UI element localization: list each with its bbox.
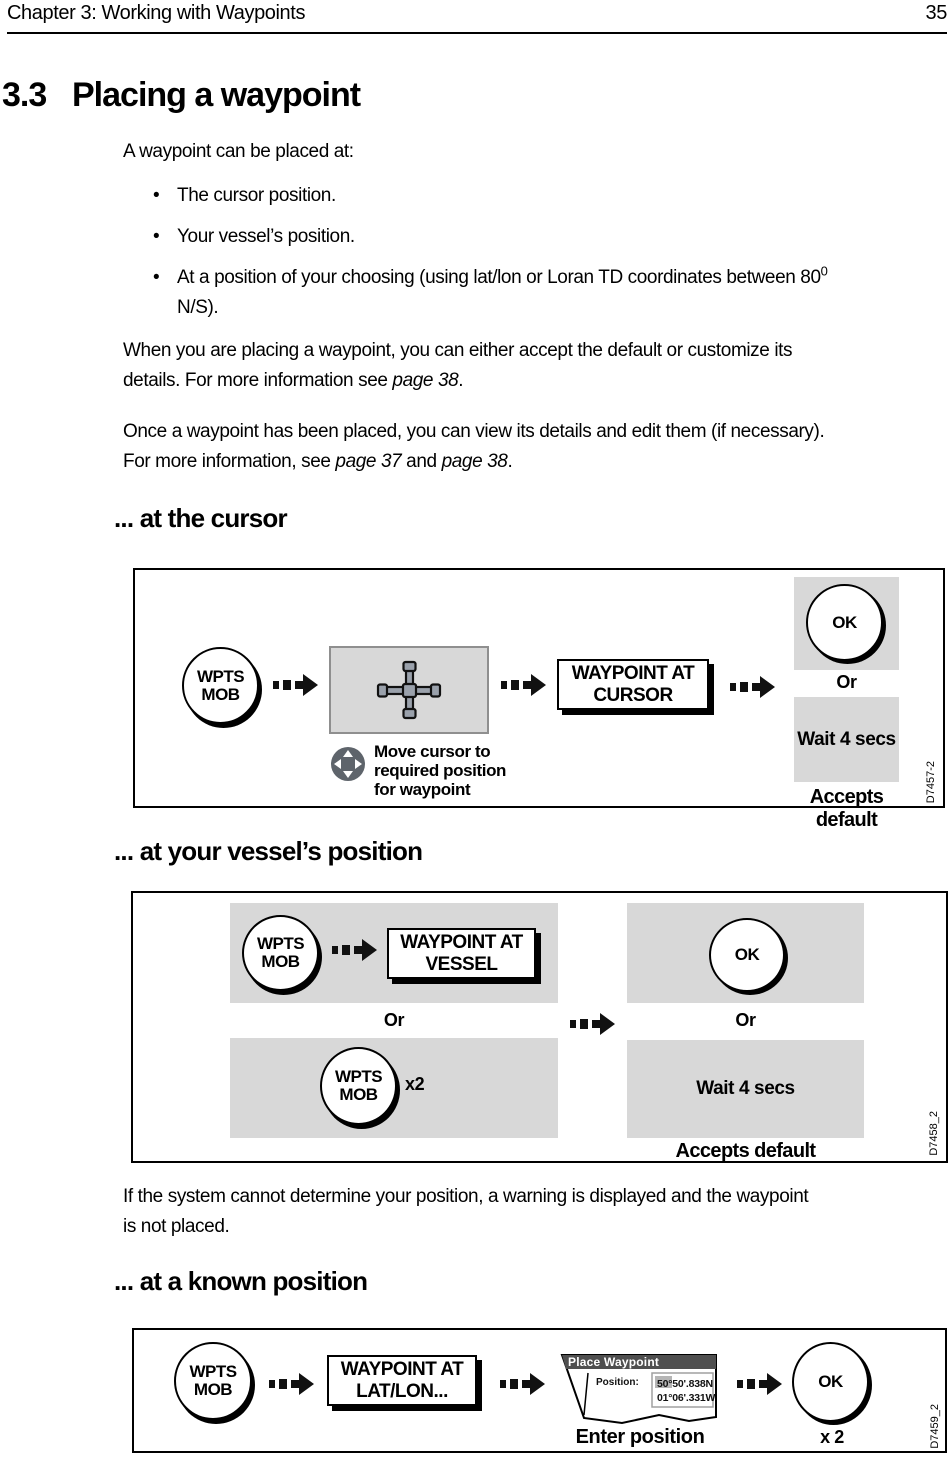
times2-label: x 2 [820,1427,844,1447]
or-label: Or [836,672,857,692]
subsection-heading-known: ... at a known position [114,1266,368,1296]
paragraph: If the system cannot determine your posi… [123,1186,809,1237]
section-title: Placing a waypoint [72,76,361,114]
section-heading: 3.3 Placing a waypoint [2,76,361,115]
flow-arrow-icon [570,1013,615,1035]
flow-arrow-icon [332,939,377,961]
flow-arrow-icon [269,1373,314,1395]
flow-arrow-icon [273,674,318,696]
position-label: Position: [596,1377,639,1388]
page-reference: page 37 [335,451,402,472]
bullet-dot: • [153,185,160,206]
superscript-zero: 0 [820,263,828,279]
figure-id: D7458_2 [928,1111,940,1156]
diagram-vessel-frame: WPTS MOB WAYPOINT AT VESSEL Or WPTS MOB … [131,891,948,1163]
bullet-text-line2: N/S). [177,297,219,318]
flow-arrow-icon [737,1373,782,1395]
paragraph-text: Once a waypoint has been placed, you can… [123,421,825,472]
figure-id: D7459_2 [929,1404,941,1449]
flow-arrow-icon [730,676,775,698]
ok-key: OK [709,918,785,992]
value-highlight [655,1376,672,1388]
bullet-item: • The cursor position. [153,181,947,211]
wait-panel: Wait 4 secs [794,697,899,782]
bullet-dot: • [153,267,160,288]
bullet-text: At a position of your choosing (using la… [177,263,828,323]
dialog-title-bar [562,1355,716,1369]
ok-key: OK [792,1342,869,1422]
or-label: Or [735,1010,756,1030]
waypoint-at-cursor-box: WAYPOINT AT CURSOR [557,659,709,710]
flow-arrow-icon [500,1373,545,1395]
accepts-default-label: Accepts default [675,1140,817,1162]
place-waypoint-dialog: Place Waypoint Position: 50°50'.838N 01°… [560,1354,717,1425]
instruction-text: Move cursor to required position for way… [374,742,507,799]
longitude-value: 01°06'.331W [657,1392,715,1404]
ok-key: OK [806,584,883,661]
paragraph: Once a waypoint has been placed, you can… [123,417,947,477]
accepts-default-label: Accepts default [809,786,884,831]
intro-paragraph: A waypoint can be placed at: [123,141,354,162]
paragraph-text: and [401,451,442,472]
latitude-value: 50°50'.838N [657,1378,713,1390]
flow-arrow-icon [501,674,546,696]
page-reference: page 38 [441,451,508,472]
paragraph-text: . [458,370,464,391]
subsection-heading-vessel: ... at your vessel’s position [114,836,423,866]
wpts-mob-key: WPTS MOB [242,915,319,991]
page-number: 35 [925,2,948,24]
diagram-cursor-frame: WPTS MOB [133,568,945,831]
paragraph-text: . [507,451,513,472]
bullet-text: Your vessel’s position. [177,226,355,247]
chart-panel [329,646,489,734]
subsection-heading-cursor: ... at the cursor [114,503,288,533]
enter-position-label: Enter position [575,1426,705,1448]
figure-id: D7457-2 [925,760,937,803]
page-header: Chapter 3: Working with Waypoints 35 [7,2,947,34]
dialog-title: Place Waypoint [568,1355,659,1369]
trackpad-icon [331,747,365,781]
paragraph: When you are placing a waypoint, you can… [123,336,947,396]
bullet-item: • Your vessel’s position. [153,222,947,252]
diagram-known-frame: WPTS MOB WAYPOINT AT LAT/LON... Place Wa… [132,1328,947,1453]
bullet-text: The cursor position. [177,185,336,206]
section-number: 3.3 [2,76,47,114]
cursor-cross-icon [376,660,442,720]
bullet-dot: • [153,226,160,247]
waypoint-at-latlon-box: WAYPOINT AT LAT/LON... [327,1355,477,1406]
paragraph-text: When you are placing a waypoint, you can… [123,340,793,391]
wpts-mob-key: WPTS MOB [174,1342,252,1420]
chapter-title: Chapter 3: Working with Waypoints [7,2,306,24]
wpts-mob-key: WPTS MOB [320,1047,397,1125]
waypoint-at-vessel-box: WAYPOINT AT VESSEL [387,928,536,979]
bullet-item: • At a position of your choosing (using … [153,263,947,323]
bullet-text-main: At a position of your choosing (using la… [177,267,821,288]
page-reference: page 38 [392,370,459,391]
wait-panel: Wait 4 secs [627,1040,864,1138]
wpts-mob-key: WPTS MOB [182,647,259,724]
times2-label: x2 [405,1074,425,1094]
or-label: Or [383,1010,405,1030]
